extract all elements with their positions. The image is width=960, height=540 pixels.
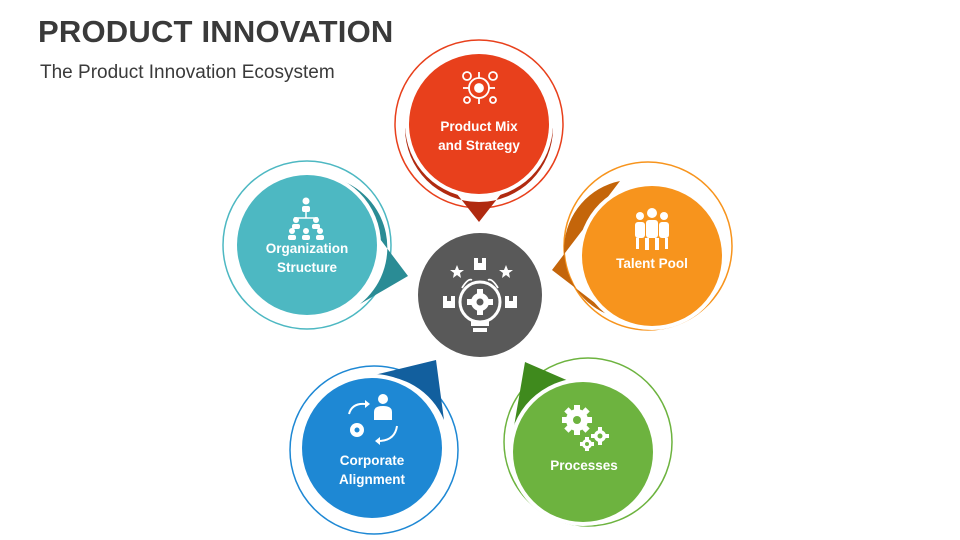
org-chart-icon — [288, 197, 324, 240]
node-product-mix-circle — [409, 54, 549, 194]
node-corporate-alignment-outer-ring — [289, 365, 459, 535]
page-subtitle: The Product Innovation Ecosystem — [40, 62, 335, 83]
center-hub — [414, 229, 546, 361]
person-cycle-gear-icon — [348, 394, 398, 445]
node-processes-outer-ring — [503, 357, 673, 527]
node-talent-pool-circle — [582, 186, 722, 326]
node-processes-label: Processes — [550, 458, 618, 473]
node-corporate-alignment-pointer — [370, 360, 444, 420]
lightbulb-gear-idea-icon — [443, 258, 517, 332]
node-product-mix: Product Mix and Strategy — [394, 39, 564, 222]
node-talent-pool: Talent Pool — [552, 161, 733, 331]
target-strategy-icon — [462, 71, 498, 104]
node-processes-pointer — [512, 362, 578, 438]
node-organization-structure-label-line2: Structure — [277, 260, 338, 275]
node-corporate-alignment-label-line1: Corporate — [340, 453, 405, 468]
team-people-icon — [635, 208, 669, 250]
gears-icon — [562, 405, 609, 451]
node-corporate-alignment-circle — [302, 378, 442, 518]
node-product-mix-label-line1: Product Mix — [440, 119, 518, 134]
node-corporate-alignment-label-line2: Alignment — [339, 472, 406, 487]
node-organization-structure-circle — [237, 175, 377, 315]
node-product-mix-label-line2: and Strategy — [438, 138, 520, 153]
node-organization-structure-pointer — [334, 178, 408, 304]
node-organization-structure-outer-ring — [222, 160, 392, 330]
node-processes: Processes — [503, 357, 673, 527]
node-talent-pool-pointer — [552, 181, 620, 316]
node-organization-structure: Organization Structure — [222, 160, 408, 330]
node-corporate-alignment: Corporate Alignment — [289, 360, 459, 535]
page-title: PRODUCT INNOVATION — [38, 14, 394, 49]
node-processes-circle — [513, 382, 653, 522]
node-talent-pool-label: Talent Pool — [616, 256, 688, 271]
node-talent-pool-outer-ring — [563, 161, 733, 331]
node-organization-structure-label-line1: Organization — [266, 241, 349, 256]
